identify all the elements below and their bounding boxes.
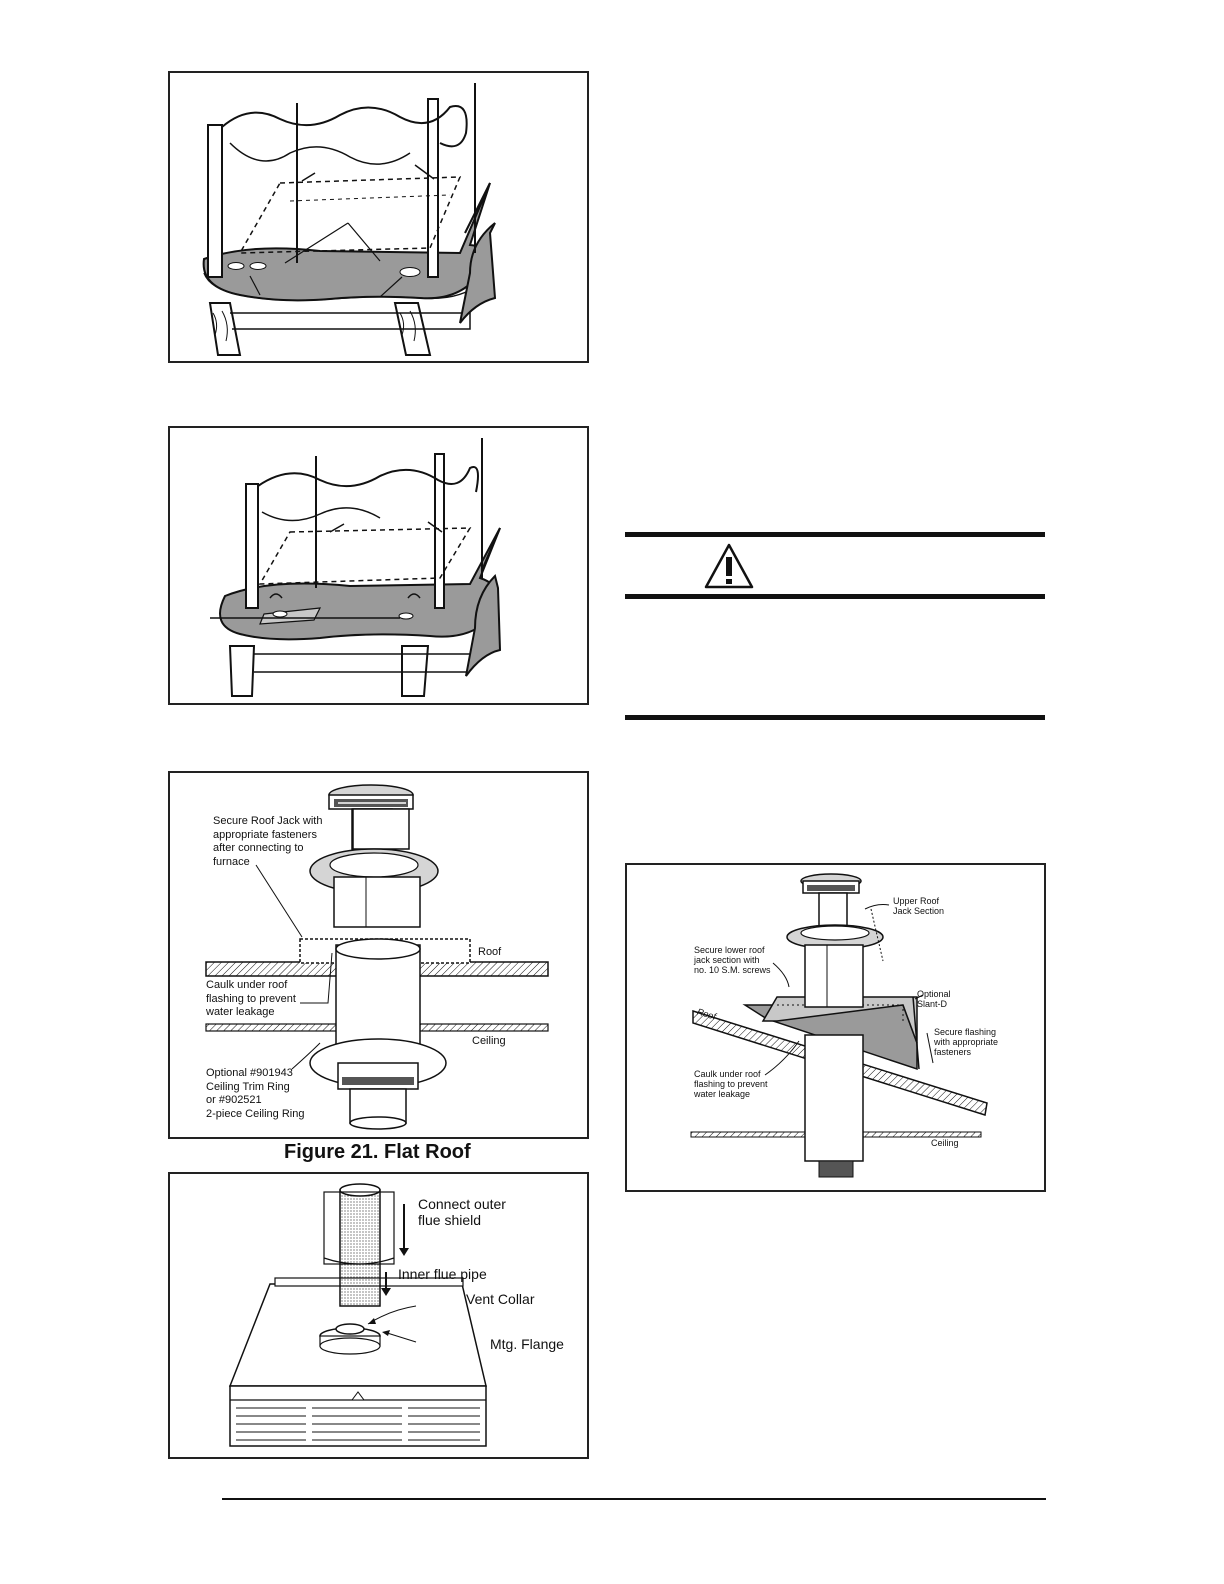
warning-triangle-icon	[704, 543, 754, 589]
label-secure-flashing: Secure flashing with appropriate fastene…	[934, 1027, 999, 1057]
label-optional-slant-d: Optional Slant-D	[917, 989, 951, 1009]
label-mtg-flange: Mtg. Flange	[490, 1336, 564, 1352]
footer-rule	[222, 1498, 1046, 1500]
label-caulk: Caulk under roof flashing to prevent wat…	[206, 979, 296, 1018]
label-outer-flue-shield: Connect outer flue shield	[418, 1196, 506, 1228]
pitched-roof-illustration	[690, 873, 988, 1178]
label-ceiling: Ceiling	[931, 1138, 959, 1148]
label-secure-lower-jack: Secure lower roof jack section with no. …	[694, 945, 771, 975]
furnace-floor-illustration-a	[202, 83, 497, 356]
label-vent-collar: Vent Collar	[466, 1291, 535, 1307]
warning-bottom-rule	[625, 715, 1045, 720]
warning-top-rule	[625, 532, 1045, 537]
figure-flue-connection: Connect outer flue shield Inner flue pip…	[168, 1172, 589, 1459]
figure-flat-roof: Secure Roof Jack with appropriate fasten…	[168, 771, 589, 1139]
label-secure-roof-jack: Secure Roof Jack with appropriate fasten…	[213, 815, 323, 868]
label-ceiling: Ceiling	[472, 1035, 506, 1047]
label-upper-roof-jack: Upper Roof Jack Section	[893, 896, 945, 916]
figure-furnace-floor-mount-a	[168, 71, 589, 363]
warning-icon	[703, 542, 755, 590]
label-inner-flue-pipe: Inner flue pipe	[398, 1266, 487, 1282]
figure-pitched-roof: Upper Roof Jack Section Secure lower roo…	[625, 863, 1046, 1192]
flue-connection-illustration	[228, 1183, 487, 1447]
flat-roof-illustration	[205, 784, 549, 1130]
label-caulk: Caulk under roof flashing to prevent wat…	[694, 1069, 768, 1099]
warning-middle-rule	[625, 594, 1045, 599]
furnace-floor-illustration-b	[210, 438, 502, 697]
label-roof: Roof	[478, 946, 502, 958]
label-optional-ceiling-ring: Optional #901943 Ceiling Trim Ring or #9…	[206, 1067, 305, 1120]
figure-furnace-floor-mount-b	[168, 426, 589, 705]
figure-21-caption: Figure 21. Flat Roof	[284, 1141, 471, 1163]
